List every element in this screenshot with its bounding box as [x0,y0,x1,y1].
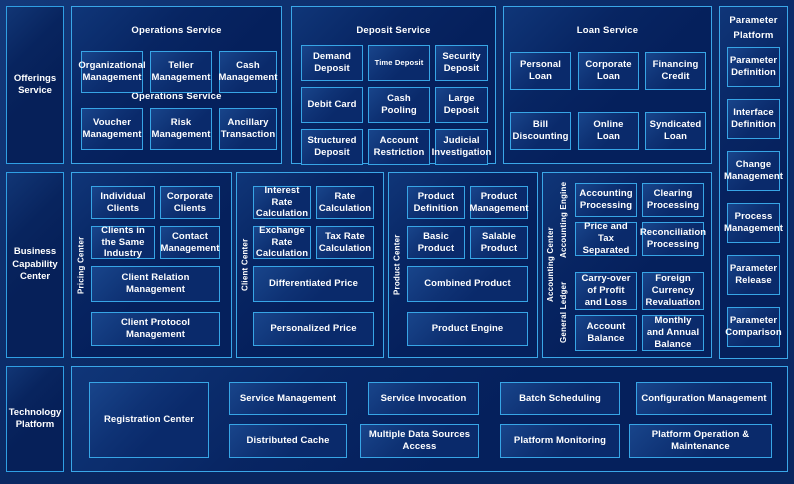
vertical-label-accounting-engine: Accounting Engine [559,181,568,259]
business-capability-center-label: Business Capability Center [12,246,58,283]
leaf-structured-deposit[interactable]: Structured Deposit [301,129,363,165]
vertical-label-accounting-center: Accounting Center [546,227,555,303]
leaf-individual-clients[interactable]: Individual Clients [91,186,155,219]
leaf-organizational-management[interactable]: Organizational Management [78,51,146,93]
leaf-carry-over-of-profit-and-loss[interactable]: Carry-over of Profit and Loss [575,272,637,310]
parameter-platform-title-line1: Parameter [729,15,778,26]
leaf-accounting-processing[interactable]: Accounting Processing [575,183,637,217]
leaf-corporate-clients[interactable]: Corporate Clients [160,186,220,219]
leaf-product-management[interactable]: Product Management [469,186,528,219]
leaf-interface-definition[interactable]: Interface Definition [727,99,780,139]
leaf-account-restriction[interactable]: Account Restriction [368,129,430,165]
leaf-corporate-loan[interactable]: Corporate Loan [578,52,639,90]
leaf-foreign-currency-revaluation[interactable]: Foreign Currency Revaluation [642,272,704,310]
leaf-exchange-rate-calculation[interactable]: Exchange Rate Calculation [253,225,311,259]
leaf-service-management[interactable]: Service Management [229,382,347,415]
leaf-platform-monitoring[interactable]: Platform Monitoring [500,424,620,458]
group-loan-service[interactable]: Loan Service Personal Loan Corporate Loa… [503,6,712,164]
vertical-label-general-ledger: General Ledger [559,281,568,343]
leaf-parameter-release[interactable]: Parameter Release [727,255,780,295]
leaf-client-relation-management[interactable]: Client Relation Management [91,266,220,302]
leaf-voucher-management[interactable]: Voucher Management [81,108,143,150]
leaf-price-and-tax-separated[interactable]: Price and Tax Separated [575,221,637,256]
leaf-parameter-definition[interactable]: Parameter Definition [727,47,780,87]
leaf-tax-rate-calculation[interactable]: Tax Rate Calculation [316,226,374,259]
group-operations-service[interactable]: Operations Service Operations Service Or… [71,6,282,164]
leaf-product-engine[interactable]: Product Engine [407,312,528,346]
leaf-combined-product[interactable]: Combined Product [407,266,528,302]
group-technology-platform[interactable]: Registration Center Service Management S… [71,366,788,472]
leaf-cash-pooling[interactable]: Cash Pooling [368,87,430,123]
technology-platform-label-panel[interactable]: Technology Platform [6,366,64,472]
leaf-product-definition[interactable]: Product Definition [407,186,465,219]
vertical-label-product-center: Product Center [392,234,402,296]
leaf-multiple-data-sources-access[interactable]: Multiple Data Sources Access [360,424,479,458]
leaf-reconciliation-processing[interactable]: Reconciliation Processing [640,222,706,256]
leaf-risk-management[interactable]: Risk Management [150,108,212,150]
leaf-service-invocation[interactable]: Service Invocation [368,382,479,415]
leaf-demand-deposit[interactable]: Demand Deposit [301,45,363,81]
group-title-operations-service: Operations Service [131,25,222,36]
leaf-ancillary-transaction[interactable]: Ancillary Transaction [219,108,277,150]
leaf-bill-discounting[interactable]: Bill Discounting [510,112,571,150]
parameter-platform-panel[interactable]: Parameter Platform Parameter Definition … [719,6,788,359]
leaf-personal-loan[interactable]: Personal Loan [510,52,571,90]
leaf-debit-card[interactable]: Debit Card [301,87,363,123]
leaf-time-deposit[interactable]: Time Deposit [368,45,430,81]
leaf-judicial-investigation[interactable]: Judicial Investigation [432,129,491,165]
leaf-distributed-cache[interactable]: Distributed Cache [229,424,347,458]
leaf-differentiated-price[interactable]: Differentiated Price [253,266,374,302]
leaf-change-management[interactable]: Change Management [724,151,783,191]
leaf-platform-operation-maintenance[interactable]: Platform Operation & Maintenance [629,424,772,458]
group-title-loan-service: Loan Service [576,25,639,36]
offerings-service-label-panel[interactable]: Offerings Service [6,6,64,164]
leaf-clearing-processing[interactable]: Clearing Processing [642,183,704,217]
leaf-account-balance[interactable]: Account Balance [575,315,637,351]
vertical-label-client-center: Client Center [240,238,250,292]
leaf-basic-product[interactable]: Basic Product [407,226,465,259]
technology-platform-label: Technology Platform [8,406,62,430]
leaf-salable-product[interactable]: Salable Product [470,226,528,259]
leaf-cash-management[interactable]: Cash Management [218,51,277,93]
leaf-monthly-and-annual-balance[interactable]: Monthly and Annual Balance [642,315,704,351]
leaf-batch-scheduling[interactable]: Batch Scheduling [500,382,620,415]
leaf-process-management[interactable]: Process Management [724,203,783,243]
leaf-clients-same-industry[interactable]: Clients in the Same Industry [91,225,155,259]
leaf-configuration-management[interactable]: Configuration Management [636,382,772,415]
parameter-platform-title-line2: Platform [733,30,774,41]
leaf-client-protocol-management[interactable]: Client Protocol Management [91,312,220,346]
leaf-contact-management[interactable]: Contact Management [160,226,220,259]
offerings-service-label: Offerings Service [13,72,57,96]
leaf-parameter-comparison[interactable]: Parameter Comparison [725,307,782,347]
group-pricing-center[interactable]: Pricing Center Individual Clients Corpor… [71,172,232,358]
vertical-label-pricing-center: Pricing Center [76,236,86,294]
leaf-interest-rate-calculation[interactable]: Interest Rate Calculation [253,185,311,219]
group-deposit-service[interactable]: Deposit Service Demand Deposit Time Depo… [291,6,496,165]
leaf-rate-calculation[interactable]: Rate Calculation [316,186,374,219]
leaf-teller-management[interactable]: Teller Management [150,51,212,93]
leaf-large-deposit[interactable]: Large Deposit [435,87,488,123]
group-accounting-center[interactable]: Accounting Center Accounting Engine Gene… [542,172,712,358]
leaf-online-loan[interactable]: Online Loan [578,112,639,150]
business-capability-center-label-panel[interactable]: Business Capability Center [6,172,64,358]
group-title-operations-service-duplicate: Operations Service [131,91,222,102]
leaf-registration-center[interactable]: Registration Center [89,382,209,458]
leaf-financing-credit[interactable]: Financing Credit [645,52,706,90]
leaf-personalized-price[interactable]: Personalized Price [253,312,374,346]
group-product-center[interactable]: Product Center Product Definition Produc… [388,172,538,358]
group-client-center[interactable]: Client Center Interest Rate Calculation … [236,172,384,358]
leaf-security-deposit[interactable]: Security Deposit [435,45,488,81]
group-title-deposit-service: Deposit Service [356,25,431,36]
leaf-syndicated-loan[interactable]: Syndicated Loan [645,112,706,150]
